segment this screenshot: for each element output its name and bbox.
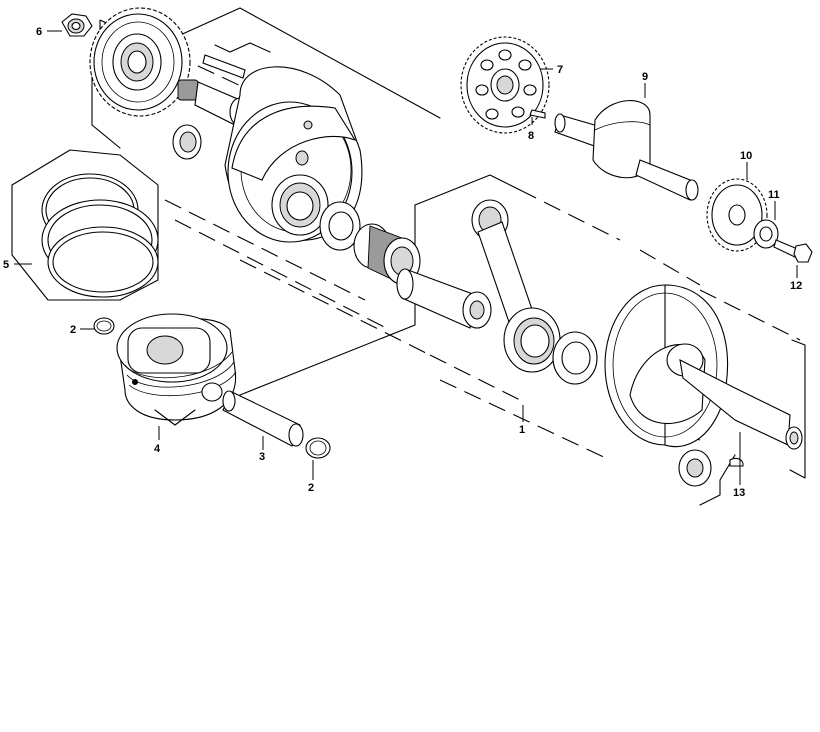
part-1-crank-half — [604, 284, 803, 450]
part-6-nut — [61, 13, 93, 37]
left-timing-gear — [89, 7, 191, 117]
part-11-washer — [753, 219, 779, 249]
callout-1: 1 — [519, 424, 525, 436]
part-12-bolt — [773, 239, 813, 263]
thrust-washer-right — [552, 331, 598, 385]
callout-2-left: 2 — [70, 324, 76, 336]
callout-labels: 1 2 2 3 4 5 6 7 8 9 10 11 12 13 — [3, 26, 802, 499]
connecting-rod — [471, 199, 561, 373]
part-10-sprocket — [706, 178, 768, 252]
callout-7: 7 — [557, 64, 563, 76]
callout-10: 10 — [740, 150, 752, 162]
part-3-wrist-pin — [222, 390, 304, 447]
thrust-washer-left — [319, 201, 361, 251]
callout-8: 8 — [528, 130, 534, 142]
upper-left-crank-half — [177, 54, 363, 243]
part-9-balance-shaft — [554, 100, 699, 201]
part-2-circlip-right — [305, 437, 331, 459]
callout-4: 4 — [154, 443, 161, 455]
leader-lines — [14, 30, 798, 485]
callout-12: 12 — [790, 280, 802, 292]
callout-5: 5 — [3, 259, 9, 271]
crank-pin — [396, 268, 492, 329]
part-8-key — [529, 109, 546, 119]
callout-3: 3 — [259, 451, 265, 463]
callout-9: 9 — [642, 71, 648, 83]
part-2-circlip-left — [93, 317, 115, 335]
part-13-key — [729, 457, 744, 467]
callout-11: 11 — [768, 189, 780, 201]
part-4-piston — [116, 313, 237, 426]
bottom-washer — [678, 449, 712, 487]
upper-washer — [172, 124, 202, 160]
callout-13: 13 — [733, 487, 745, 499]
part-7-gear — [460, 36, 550, 134]
part-5-piston-rings — [11, 149, 159, 301]
callout-2-right: 2 — [308, 482, 314, 494]
callout-6: 6 — [36, 26, 42, 38]
